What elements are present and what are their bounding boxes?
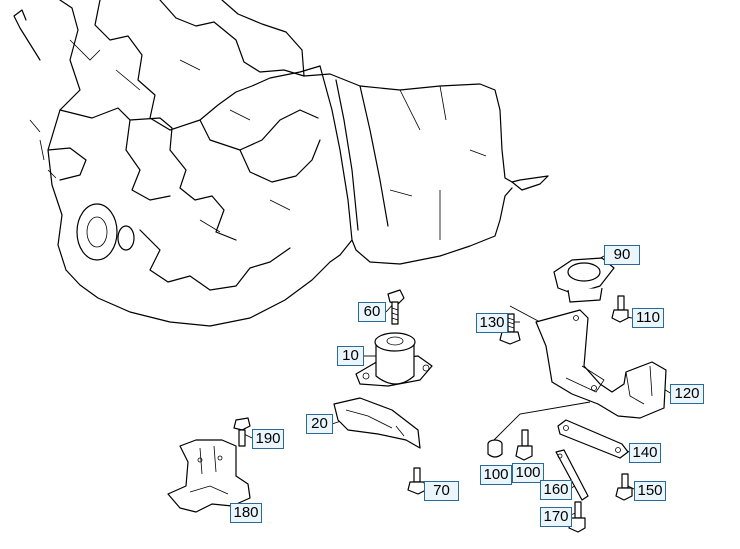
- bracket-180: [167, 439, 251, 513]
- strut-160: [555, 449, 589, 501]
- pulley-circle: [76, 203, 118, 261]
- transmission-mount-90: [553, 257, 615, 303]
- callout-100-bolt[interactable]: 100: [512, 463, 544, 483]
- bolt-130: [499, 313, 521, 345]
- crossmember-bracket-120: [535, 309, 667, 419]
- leader-lines: [229, 255, 673, 517]
- callout-60[interactable]: 60: [358, 302, 386, 322]
- transmission-housing: [303, 65, 549, 265]
- callout-150[interactable]: 150: [634, 481, 666, 501]
- bolt-170: [568, 501, 586, 533]
- callout-160[interactable]: 160: [540, 480, 572, 500]
- bolt-70: [407, 467, 427, 495]
- bolt-110: [611, 295, 629, 323]
- callout-190[interactable]: 190: [252, 429, 284, 449]
- engine-block: [13, 0, 341, 327]
- callout-180[interactable]: 180: [230, 503, 262, 523]
- bolt-190: [233, 417, 251, 447]
- nut-100: [487, 439, 503, 458]
- engine-mount-10: [355, 332, 433, 387]
- callout-170[interactable]: 170: [540, 507, 572, 527]
- bolt-150: [615, 473, 633, 501]
- callout-100-nut[interactable]: 100: [480, 465, 512, 485]
- callout-70[interactable]: 70: [424, 481, 459, 501]
- callout-20[interactable]: 20: [306, 414, 333, 434]
- bolt-60: [387, 289, 405, 325]
- heat-shield-20: [333, 397, 421, 449]
- callout-130[interactable]: 130: [476, 313, 508, 333]
- callout-120[interactable]: 120: [670, 384, 704, 404]
- callout-140[interactable]: 140: [629, 443, 661, 463]
- callout-110[interactable]: 110: [632, 308, 664, 328]
- strut-140: [557, 419, 629, 459]
- callout-90[interactable]: 90: [604, 245, 640, 265]
- callout-10[interactable]: 10: [337, 346, 364, 366]
- bolt-100: [515, 429, 533, 461]
